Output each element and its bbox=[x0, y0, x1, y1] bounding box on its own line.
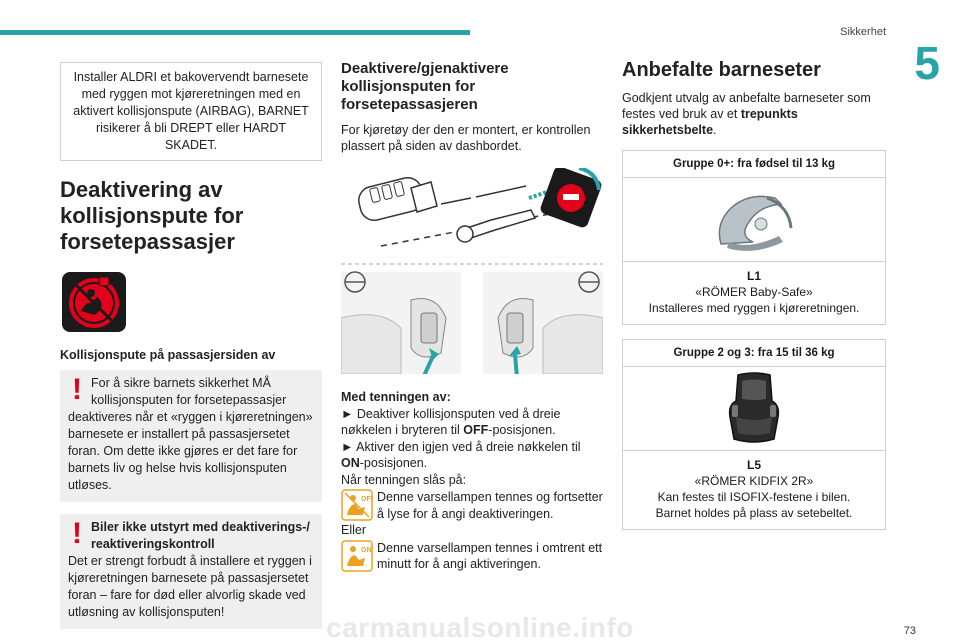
seat-card-body: L1 «RÖMER Baby-Safe» Installeres med ryg… bbox=[623, 262, 885, 324]
step-activate: ► Aktiver den igjen ved å dreie nøkkelen… bbox=[341, 439, 581, 471]
key-fob-icon bbox=[358, 176, 438, 222]
key-switch-illustration bbox=[340, 166, 604, 379]
passenger-airbag-off-icon bbox=[62, 272, 126, 332]
dashboard-left-panel bbox=[340, 271, 461, 379]
chapter-number: 5 bbox=[914, 37, 940, 89]
deactivation-heading: Deaktivering av kollisjonspute for forse… bbox=[60, 177, 244, 254]
warning-notice-2: ! Biler ikke utstyrt med deaktiverings-/… bbox=[60, 514, 322, 629]
key-icon bbox=[456, 209, 537, 243]
dashboard-right-panel bbox=[483, 271, 604, 379]
ignition-off-label: Med tenningen av: bbox=[341, 390, 451, 404]
warning-exclamation-icon: ! bbox=[72, 517, 82, 550]
column-1: Installer ALDRI et bakovervendt barneset… bbox=[60, 62, 322, 629]
recommended-seats-heading: Anbefalte barneseter bbox=[622, 59, 821, 81]
seat-code: L5 bbox=[746, 458, 761, 472]
watermark: carmanualsonline.info bbox=[326, 612, 634, 640]
recommended-intro: Godkjent utvalg av anbefalte barneseter … bbox=[622, 91, 871, 137]
page-number: 73 bbox=[903, 625, 916, 637]
lamp-on-text: Denne varsellampen tennes i omtrent ett … bbox=[377, 540, 603, 572]
seat-card-l5: Gruppe 2 og 3: fra 15 til 36 kg L5 «RÖME… bbox=[622, 339, 886, 530]
seat-card-body: L5 «RÖMER KIDFIX 2R» Kan festes til ISOF… bbox=[623, 451, 885, 529]
baby-seat-icon bbox=[718, 195, 793, 251]
booster-seat-icon bbox=[728, 371, 780, 443]
header-accent-bar bbox=[0, 30, 470, 35]
column-2: Deaktivere/gjenaktivere kollisjonsputen … bbox=[340, 60, 604, 573]
toggle-steps: Med tenningen av: ► Deaktiver kollisjons… bbox=[341, 389, 603, 573]
step-deactivate: ► Deaktiver kollisjonsputen ved å dreie … bbox=[341, 406, 561, 438]
airbag-icon-caption: Kollisjonspute på passasjersiden av bbox=[60, 348, 276, 362]
airbag-switch-icon bbox=[540, 166, 602, 228]
warning-notice-1: ! For å sikre barnets sikkerhet MÅ kolli… bbox=[60, 370, 322, 502]
seat-code: L1 bbox=[746, 269, 761, 283]
seat-group-label: Gruppe 2 og 3: fra 15 til 36 kg bbox=[623, 340, 885, 367]
toggle-heading: Deaktivere/gjenaktivere kollisjonsputen … bbox=[341, 60, 509, 113]
seat-group-label: Gruppe 0+: fra fødsel til 13 kg bbox=[623, 151, 885, 178]
warning-1-first: For å sikre barnets sikkerhet MÅ kollisj… bbox=[91, 376, 287, 407]
seat-image-cell bbox=[623, 178, 885, 262]
seat-desc: Kan festes til ISOFIX-festene i bilen. bbox=[657, 490, 851, 504]
warning-2-title: Biler ikke utstyrt med deaktiverings-/ r… bbox=[91, 520, 310, 551]
svg-text:OFF: OFF bbox=[361, 496, 373, 503]
svg-text:ON: ON bbox=[361, 547, 372, 554]
warning-1-rest: deaktiveres når et «ryggen i kjøreretnin… bbox=[68, 410, 313, 492]
toggle-intro: For kjøretøy der den er montert, er kont… bbox=[341, 123, 591, 153]
top-warning-box: Installer ALDRI et bakovervendt barneset… bbox=[60, 62, 322, 161]
lamp-row-on: ON Denne varsellampen tennes i omtrent e… bbox=[341, 539, 603, 573]
ignition-on-label: Når tenningen slås på: bbox=[341, 472, 467, 487]
seat-image-cell bbox=[623, 367, 885, 451]
seat-card-l1: Gruppe 0+: fra fødsel til 13 kg L1 «RÖME… bbox=[622, 150, 886, 325]
column-3: Anbefalte barneseter Godkjent utvalg av … bbox=[622, 58, 886, 530]
seat-name: «RÖMER KIDFIX 2R» bbox=[694, 474, 814, 488]
seat-name: «RÖMER Baby-Safe» bbox=[695, 285, 813, 299]
lamp-row-off: OFF Denne varsellampen tennes og fortset… bbox=[341, 489, 603, 522]
section-title: Sikkerhet bbox=[840, 26, 886, 38]
seat-desc-2: Barnet holdes på plass av setebeltet. bbox=[655, 506, 853, 520]
airbag-on-warning-lamp-icon: ON bbox=[341, 539, 373, 572]
warning-exclamation-icon: ! bbox=[72, 373, 82, 406]
or-label: Eller bbox=[341, 523, 367, 537]
seat-desc: Installeres med ryggen i kjøreretningen. bbox=[648, 301, 860, 315]
warning-2-rest: Det er strengt forbudt å installere et r… bbox=[68, 554, 312, 619]
lamp-off-text: Denne varsellampen tennes og fortsetter … bbox=[377, 490, 603, 521]
airbag-off-warning-lamp-icon: OFF bbox=[341, 489, 373, 521]
